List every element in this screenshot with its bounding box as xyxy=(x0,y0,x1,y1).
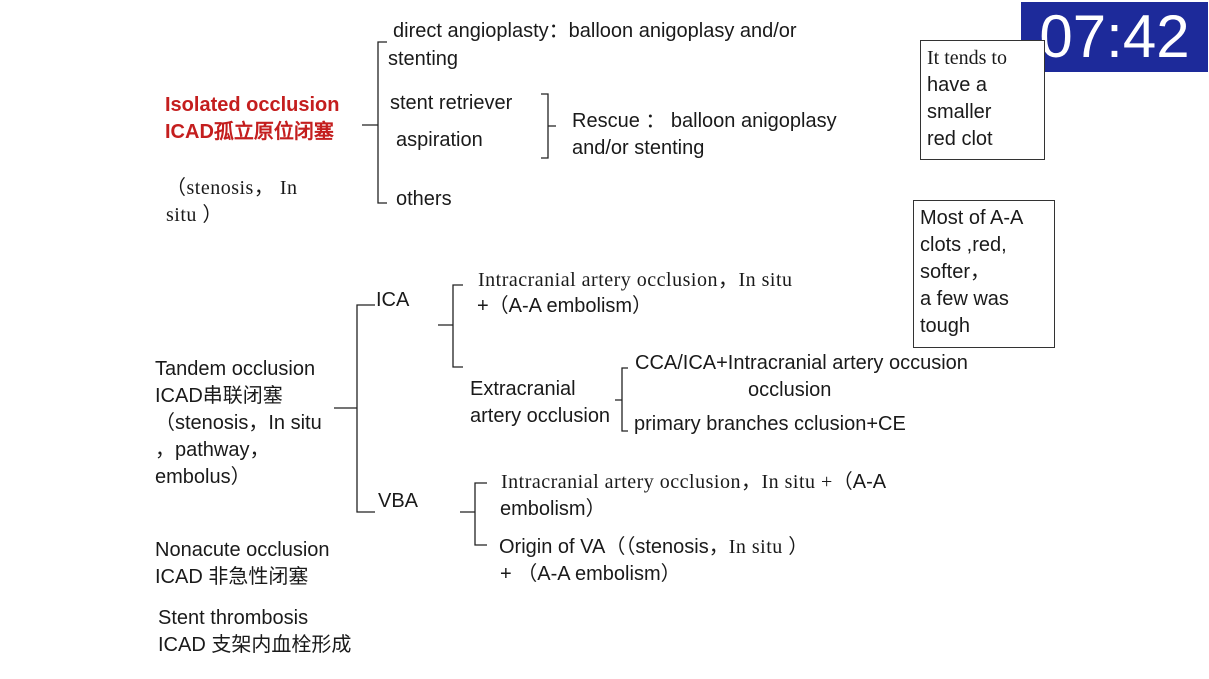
small-clot-line1: It tends to xyxy=(927,47,1007,69)
ica-intracranial-line1: Intracranial artery occlusion，In situ xyxy=(478,269,793,291)
rescue-line2: and/or stenting xyxy=(572,137,705,159)
origin-va-line1a: Origin of VA（（stenosis， xyxy=(499,536,729,558)
nonacute-line1: Nonacute occlusion xyxy=(155,539,330,561)
small-clot-line2: have a xyxy=(927,74,988,96)
aa-clots-line4: a few was xyxy=(920,288,1009,310)
direct-angioplasty-line1: direct angioplasty：balloon anigoplasy an… xyxy=(393,20,797,42)
isolated-title-line2: ICAD孤立原位闭塞 xyxy=(165,121,334,143)
vba-intracranial-line1b: （A-A xyxy=(832,471,887,493)
extracranial-line2: artery occlusion xyxy=(470,405,611,427)
rescue-line1: Rescue ： balloon anigoplasy xyxy=(572,110,837,132)
stent-thrombosis-block: Stent thrombosis ICAD 支架内血栓形成 xyxy=(158,605,351,659)
extracranial-bracket xyxy=(615,367,628,432)
extracranial-line1: Extracranial xyxy=(470,378,576,400)
aspiration-label: aspiration xyxy=(396,129,483,151)
primary-branches-label: primary branches cclusion+CE xyxy=(634,413,906,435)
small-clot-note-box: It tends to have a smaller red clot xyxy=(920,40,1045,160)
timer-display: 07:42 xyxy=(1021,2,1208,72)
small-clot-line4: red clot xyxy=(927,128,993,150)
isolated-note-line2: situ ） xyxy=(166,204,223,226)
tandem-line4: ，pathway， xyxy=(155,439,270,461)
small-clot-line3: smaller xyxy=(927,101,992,123)
extracranial-occlusion: Extracranial artery occlusion xyxy=(470,376,610,430)
isolated-bracket xyxy=(362,41,387,204)
tandem-occlusion-block: Tandem occlusion ICAD串联闭塞 （stenosis，In s… xyxy=(155,356,322,491)
ica-intracranial-line2: +（A-A embolism） xyxy=(477,295,653,317)
vba-label: VBA xyxy=(378,490,419,512)
vba-intracranial-line1a: Intracranial artery occlusion，In situ + xyxy=(501,471,833,493)
tandem-line1: Tandem occlusion xyxy=(155,358,316,380)
isolated-occlusion-note: （stenosis， In situ ） xyxy=(166,175,298,229)
origin-va-line1b: In situ ） xyxy=(728,536,809,558)
nonacute-line2: ICAD 非急性闭塞 xyxy=(155,566,309,588)
rescue-text: Rescue ： balloon anigoplasy and/or stent… xyxy=(572,108,837,162)
origin-va-line2: + （A-A embolism） xyxy=(500,563,681,585)
origin-va-line1: Origin of VA（（stenosis，In situ ） xyxy=(499,534,809,561)
isolated-occlusion-title: Isolated occlusion ICAD孤立原位闭塞 xyxy=(165,92,339,146)
aa-clots-line1: Most of A-A xyxy=(920,207,1024,229)
vba-intracranial-line1: Intracranial artery occlusion，In situ +（… xyxy=(501,469,886,496)
isolated-title-line1: Isolated occlusion xyxy=(165,94,340,116)
aa-clots-line5: tough xyxy=(920,315,971,337)
nonacute-occlusion-block: Nonacute occlusion ICAD 非急性闭塞 xyxy=(155,537,330,591)
vba-bracket xyxy=(460,482,487,546)
stent-thrombosis-line1: Stent thrombosis xyxy=(158,607,309,629)
aa-clots-line2: clots ,red, xyxy=(920,234,1007,256)
aa-clots-line3: softer， xyxy=(920,261,991,283)
tandem-line2: ICAD串联闭塞 xyxy=(155,385,283,407)
rescue-bracket xyxy=(541,93,556,159)
aa-clots-note-box: Most of A-A clots ,red, softer， a few wa… xyxy=(913,200,1055,348)
stent-thrombosis-line2: ICAD 支架内血栓形成 xyxy=(158,634,352,656)
stent-retriever-label: stent retriever xyxy=(390,92,513,114)
vba-intracranial-line2: embolism） xyxy=(500,498,606,520)
cca-ica-line2: occlusion xyxy=(748,379,832,401)
ica-label: ICA xyxy=(376,289,410,311)
tandem-line3: （stenosis，In situ xyxy=(155,412,322,434)
direct-angioplasty-line2: stenting xyxy=(388,48,459,70)
cca-ica-line1: CCA/ICA+Intracranial artery occusion xyxy=(635,352,968,374)
ica-bracket xyxy=(438,284,463,368)
others-label: others xyxy=(396,188,452,210)
isolated-note-line1: （stenosis， In xyxy=(166,177,298,199)
tandem-bracket xyxy=(334,304,375,513)
tandem-line5: embolus） xyxy=(155,466,251,488)
